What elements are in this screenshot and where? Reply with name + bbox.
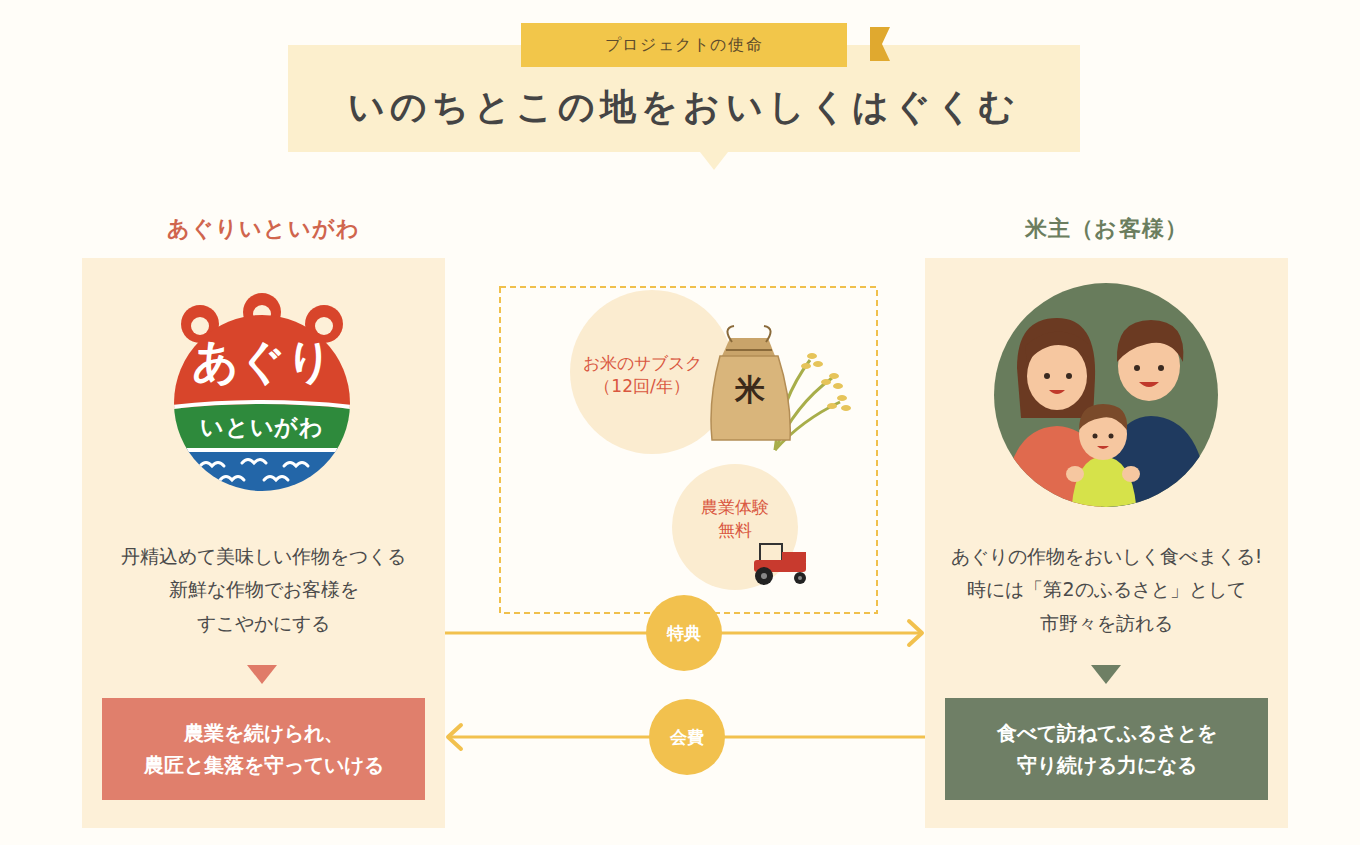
arrow-head	[909, 621, 922, 645]
provider-panel: あぐりいといがわ丹精込めて美味しい作物をつくる 新鮮な作物でお客様を すこやかに…	[82, 258, 445, 828]
panel-body: あぐりの作物をおいしく食べまくる! 時には「第2のふるさと」として 市野々を訪れ…	[941, 540, 1272, 640]
edge-label: 会費	[649, 699, 725, 775]
down-triangle	[1091, 665, 1121, 684]
logo-text: あぐり	[162, 334, 362, 389]
pointer-triangle	[700, 152, 728, 170]
outcome-box: 食べて訪ねてふるさとを 守り続ける力になる	[945, 698, 1268, 800]
dashed-group-box	[500, 287, 877, 613]
ribbon-tail	[870, 27, 890, 61]
ribbon-heading: プロジェクトの使命	[521, 23, 847, 67]
mission-box: プロジェクトの使命いのちとこの地をおいしくはぐくむ	[288, 45, 1080, 152]
panel-heading: あぐりいといがわ	[62, 214, 465, 244]
mission-title: いのちとこの地をおいしくはぐくむ	[288, 85, 1080, 128]
outcome-box: 農業を続けられ、 農匠と集落を守っていける	[102, 698, 425, 800]
logo-text: いといがわ	[162, 411, 362, 443]
panel-heading: 米主（お客様）	[905, 214, 1308, 244]
arrow-head	[448, 725, 461, 749]
benefit-circle: 農業体験 無料	[672, 464, 798, 590]
outcome-text: 農業を続けられ、 農匠と集落を守っていける	[133, 717, 394, 781]
outcome-text: 食べて訪ねてふるさとを 守り続ける力になる	[976, 717, 1237, 781]
benefit-text: お米のサブスク （12回/年）	[578, 352, 706, 398]
bag-mark: 米	[720, 372, 780, 408]
benefit-text: 農業体験 無料	[696, 496, 774, 542]
panel-body: 丹精込めて美味しい作物をつくる 新鮮な作物でお客様を すこやかにする	[108, 540, 419, 640]
customer-panel: 米主（お客様）あぐりの作物をおいしく食べまくる! 時には「第2のふるさと」として…	[925, 258, 1288, 828]
down-triangle	[247, 665, 277, 684]
benefit-circle: お米のサブスク （12回/年）米	[570, 290, 734, 454]
edge-label: 特典	[646, 595, 722, 671]
